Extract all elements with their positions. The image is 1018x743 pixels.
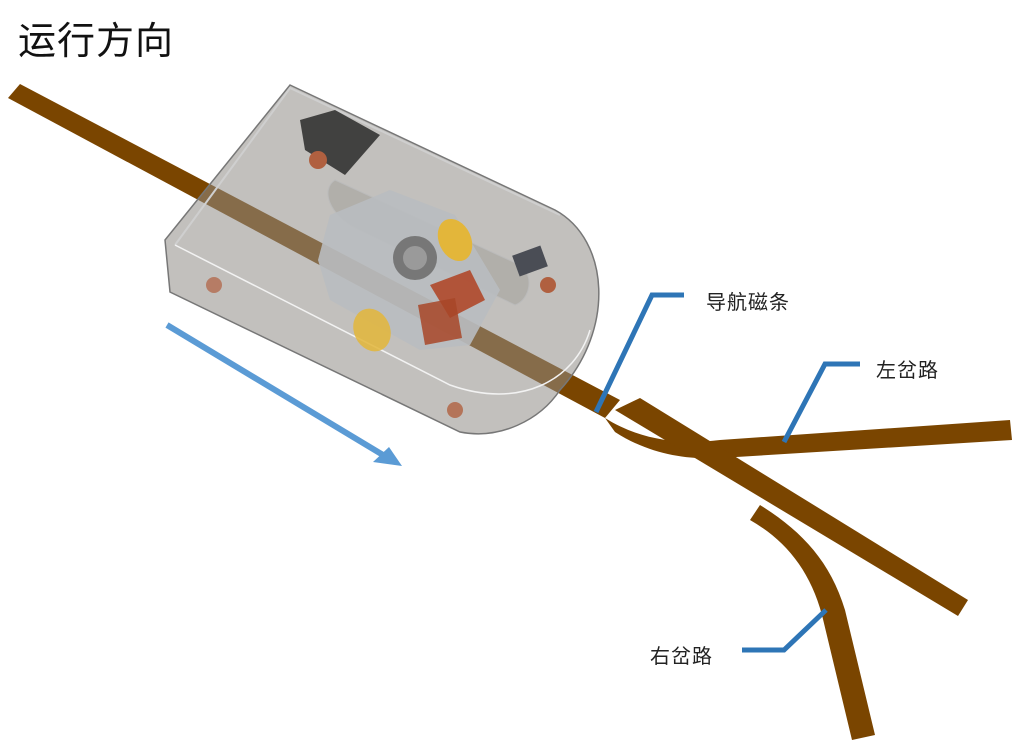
page-title: 运行方向 [18, 19, 175, 63]
arrow-down-right-icon [165, 322, 402, 466]
left-branch-label: 左岔路 [876, 358, 939, 382]
left-branch-leader [781, 361, 860, 444]
agv-vehicle-icon [164, 84, 600, 435]
guide-strip-label: 导航磁条 [706, 290, 790, 314]
right-branch-label: 右岔路 [650, 644, 713, 668]
right-branch-leader [742, 608, 828, 653]
guide-strip-leader [593, 292, 684, 414]
callout-leaders [593, 292, 860, 653]
